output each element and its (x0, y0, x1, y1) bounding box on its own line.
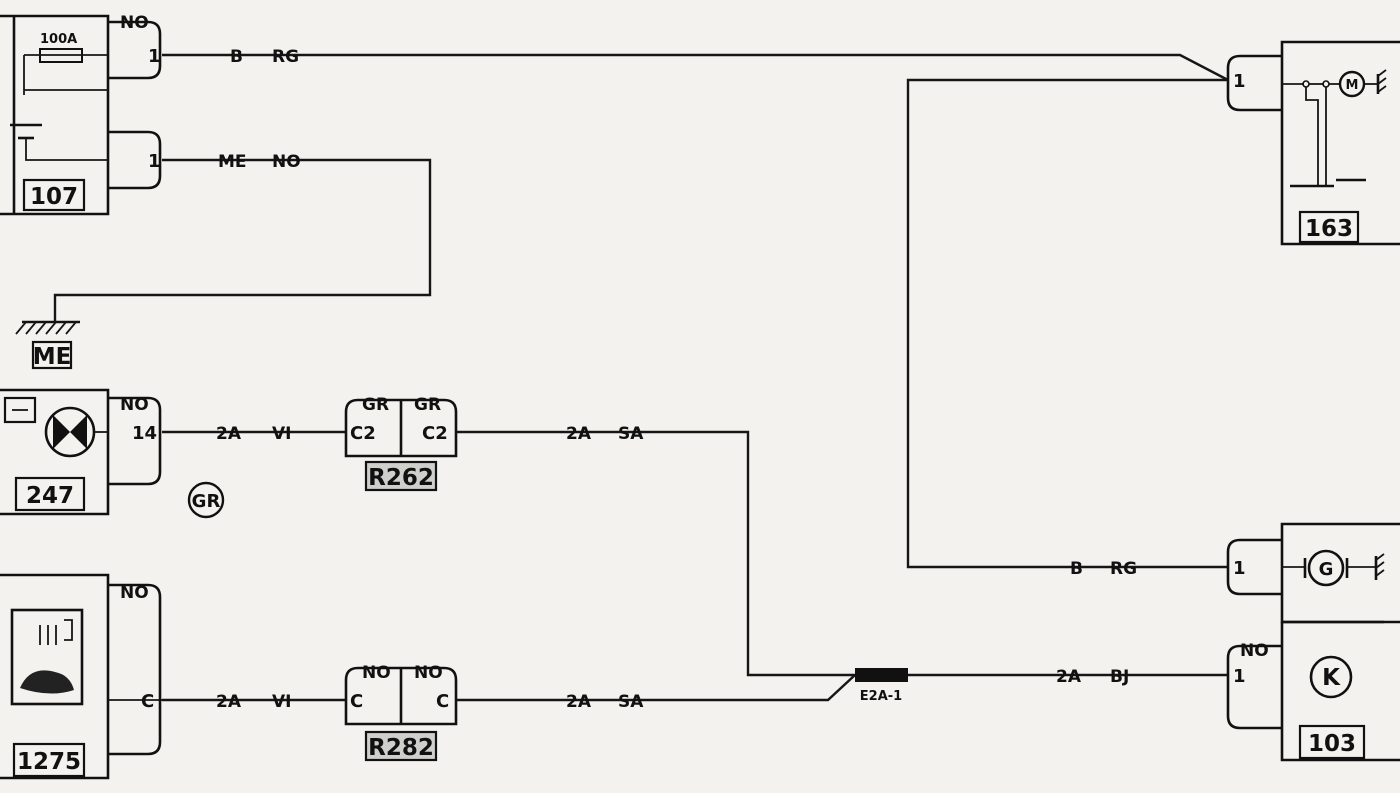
wire-label: 2A (566, 424, 592, 444)
component-id: 107 (30, 184, 78, 210)
wire-color-label: NO (120, 13, 149, 33)
pin-label: 1 (148, 46, 161, 67)
pin-color: NO (414, 663, 443, 683)
gr-marker: GR (187, 481, 225, 519)
wire-label: RG (1110, 559, 1137, 579)
svg-text:M: M (1346, 78, 1359, 93)
wire-color-label: NO (120, 395, 149, 415)
relay-symbol: K (1322, 665, 1341, 691)
component-1275: NO C 1275 (0, 573, 162, 780)
ground-label: ME (33, 344, 72, 370)
wire-163-to-generator: B RG (906, 78, 1228, 579)
wire-label: 2A (216, 424, 242, 444)
seat-heater-icon (10, 608, 84, 706)
wire-r282-to-splice: 2A SA (456, 674, 856, 712)
wire-r262-to-splice: 2A SA (456, 424, 855, 677)
generator: 1 G (1226, 522, 1400, 624)
wire-label: NO (272, 152, 301, 172)
pin-color: GR (414, 395, 441, 415)
wire-label: ME (218, 152, 247, 172)
wire-label: BJ (1110, 667, 1129, 687)
component-163: 1 M 163 (1226, 40, 1400, 246)
pin-color: NO (362, 663, 391, 683)
wire-label: 2A (216, 692, 242, 712)
fuse-rating: 100A (40, 32, 77, 47)
wire-label: SA (618, 692, 644, 712)
pin-label: 1 (148, 151, 161, 172)
connector-id: R282 (368, 735, 434, 761)
component-id: 163 (1305, 216, 1353, 242)
pin-label: C (436, 691, 449, 712)
component-107: 100A 1 1 NO 107 (0, 13, 162, 216)
pin-label: 1 (1233, 71, 1246, 92)
component-id: 1275 (17, 749, 81, 775)
wire-label: SA (618, 424, 644, 444)
marker-label: GR (192, 491, 221, 512)
component-247: NO 14 247 (0, 388, 162, 516)
connector-r282: NO NO C C R282 (344, 663, 458, 762)
wire-label: 2A (1056, 667, 1082, 687)
pin-label: C (141, 691, 154, 712)
splice-e2a-1: E2A-1 (855, 668, 908, 704)
splice-label: E2A-1 (860, 689, 902, 704)
connector-id: R262 (368, 465, 434, 491)
connector-r262: GR GR C2 C2 R262 (344, 395, 458, 492)
wire-107-to-163: B RG (162, 47, 1229, 82)
wire-107-to-ground: ME NO (53, 152, 432, 322)
wire-label: 2A (566, 692, 592, 712)
component-103: NO 1 K 103 (1226, 622, 1400, 762)
component-id: 103 (1308, 731, 1356, 757)
pin-label: 1 (1233, 558, 1246, 579)
ground-me: ME (15, 320, 80, 370)
pin-label: 1 (1233, 666, 1246, 687)
wire-label: B (1070, 559, 1083, 579)
wire-label: B (230, 47, 243, 67)
wire-247-to-r262: 2A VI (162, 424, 346, 444)
pin-label: C (350, 691, 363, 712)
relay-icon (1309, 655, 1353, 699)
wire-label: RG (272, 47, 299, 67)
wire-label: VI (272, 424, 291, 444)
wire-1275-to-r282: 2A VI (162, 692, 346, 712)
pin-label: C2 (350, 423, 376, 444)
wire-color-label: NO (120, 583, 149, 603)
component-id: 247 (26, 483, 74, 509)
generator-icon (1307, 549, 1345, 587)
pin-label: C2 (422, 423, 448, 444)
wire-splice-to-103: 2A BJ (908, 667, 1228, 687)
wire-color-label: NO (1240, 641, 1269, 661)
generator-symbol: G (1319, 559, 1334, 580)
pin-label: 14 (132, 423, 157, 444)
wire-label: VI (272, 692, 291, 712)
pin-color: GR (362, 395, 389, 415)
